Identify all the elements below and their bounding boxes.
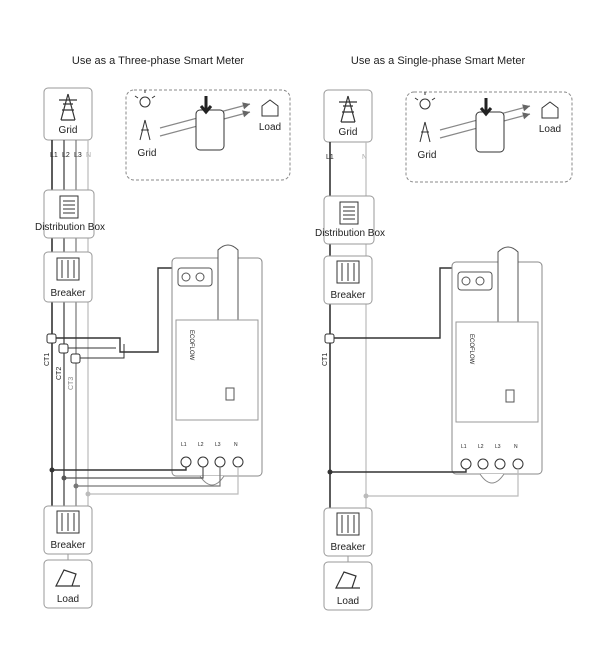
breaker-bottom-right: Breaker bbox=[323, 507, 373, 557]
ct1-label: CT1 bbox=[44, 353, 51, 366]
terminal-label-l3: L3 bbox=[215, 442, 221, 448]
breaker-bottom-label: Breaker bbox=[50, 540, 86, 551]
pylon-icon bbox=[339, 95, 357, 123]
lamp-icon bbox=[55, 569, 80, 587]
smart-meter-left: ECOFLOW L1 L2 L3 N bbox=[171, 244, 263, 486]
meter-brand: ECOFLOW bbox=[468, 334, 474, 365]
load-box-left: Load bbox=[43, 559, 93, 609]
single-phase-title: Use as a Single-phase Smart Meter bbox=[351, 55, 526, 67]
lightbulb-icon bbox=[134, 90, 156, 108]
ct1-clamp-icon bbox=[324, 333, 335, 344]
pylon-icon bbox=[419, 121, 431, 143]
antenna-icon bbox=[497, 246, 519, 323]
ct3-label: CT3 bbox=[68, 377, 75, 390]
ct-inset-left: Grid Load bbox=[125, 89, 291, 181]
terminal-label-n: N bbox=[514, 444, 518, 450]
terminal-label-l1: L1 bbox=[181, 442, 187, 448]
ct1-clamp-icon bbox=[46, 333, 57, 344]
breaker-bottom-label: Breaker bbox=[330, 542, 366, 553]
lightbulb-icon bbox=[414, 92, 436, 110]
antenna-icon bbox=[217, 244, 239, 321]
terminal-label-l2: L2 bbox=[478, 444, 484, 450]
pylon-icon bbox=[59, 93, 77, 121]
ct1-label: CT1 bbox=[322, 353, 329, 366]
inset-grid-label: Grid bbox=[138, 148, 157, 159]
terminal-label-l2: L2 bbox=[198, 442, 204, 448]
arrow-down-icon bbox=[479, 98, 493, 117]
smart-meter-right: ECOFLOW L1 L2 L3 N bbox=[451, 246, 543, 484]
arrow-down-icon bbox=[199, 96, 213, 115]
distribution-box-label: Distribution Box bbox=[315, 228, 385, 239]
lamp-icon bbox=[335, 571, 360, 589]
distribution-box-left: Distribution Box bbox=[35, 189, 105, 239]
terminal-label-l3: L3 bbox=[495, 444, 501, 450]
terminal-label-n: N bbox=[234, 442, 238, 448]
three-phase-panel: Use as a Three-phase Smart Meter Grid L1… bbox=[35, 55, 291, 609]
distribution-box-right: Distribution Box bbox=[315, 195, 385, 245]
meter-brand: ECOFLOW bbox=[188, 330, 194, 361]
breaker-label: Breaker bbox=[330, 290, 366, 301]
pylon-icon bbox=[139, 119, 151, 141]
grid-box-right: Grid bbox=[323, 89, 373, 143]
ct2-clamp-icon bbox=[58, 343, 69, 354]
load-box-right: Load bbox=[323, 561, 373, 611]
breaker-top-left: Breaker bbox=[43, 251, 93, 303]
wire-label-l2: L2 bbox=[62, 152, 70, 159]
single-phase-panel: Use as a Single-phase Smart Meter Grid L… bbox=[315, 55, 573, 611]
inset-load-label: Load bbox=[539, 124, 561, 135]
breaker-top-right: Breaker bbox=[323, 255, 373, 305]
three-phase-title: Use as a Three-phase Smart Meter bbox=[72, 55, 245, 67]
ct-clamps-left bbox=[46, 333, 81, 364]
ct3-clamp-icon bbox=[70, 353, 81, 364]
house-icon bbox=[261, 99, 279, 117]
ct-inset-right: Grid Load bbox=[405, 91, 573, 183]
grid-label: Grid bbox=[339, 127, 358, 138]
wire-label-l3: L3 bbox=[74, 152, 82, 159]
grid-label: Grid bbox=[59, 125, 78, 136]
breaker-bottom-left: Breaker bbox=[43, 505, 93, 555]
terminal-label-l1: L1 bbox=[461, 444, 467, 450]
grid-box-left: Grid bbox=[43, 87, 93, 141]
load-label: Load bbox=[57, 594, 79, 605]
inset-grid-label: Grid bbox=[418, 150, 437, 161]
house-icon bbox=[541, 101, 559, 119]
ct-clamp-icon bbox=[195, 109, 225, 151]
wire-label-n: N bbox=[362, 154, 367, 161]
breaker-label: Breaker bbox=[50, 288, 86, 299]
ct-clamp-icon bbox=[475, 111, 505, 153]
load-label: Load bbox=[337, 596, 359, 607]
inset-load-label: Load bbox=[259, 122, 281, 133]
wire-label-l1: L1 bbox=[50, 152, 58, 159]
ct2-label: CT2 bbox=[56, 367, 63, 380]
distribution-box-label: Distribution Box bbox=[35, 222, 105, 233]
